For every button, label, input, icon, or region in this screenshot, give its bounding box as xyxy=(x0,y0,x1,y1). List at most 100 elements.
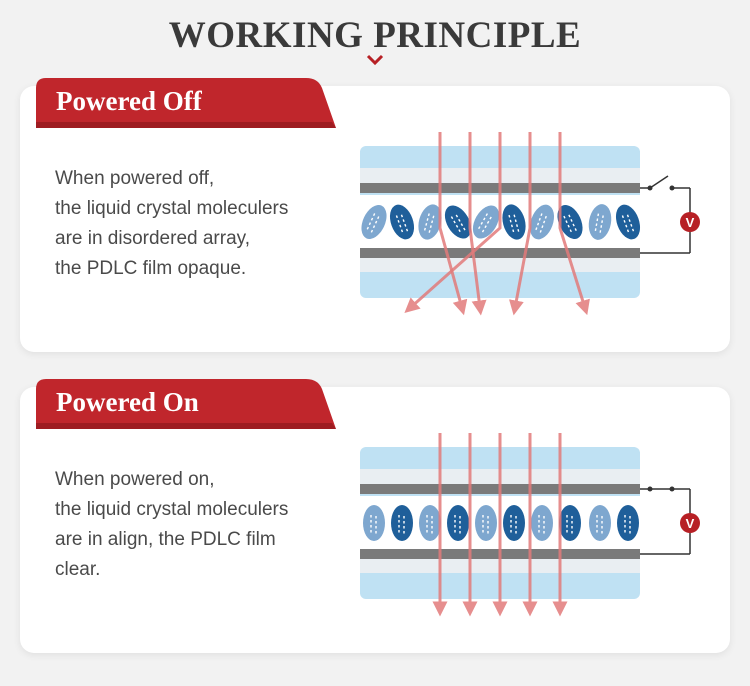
voltmeter-label: V xyxy=(686,516,695,531)
liquid-crystal-molecule xyxy=(615,204,641,240)
voltmeter-icon xyxy=(680,212,700,232)
liquid-crystal-molecule xyxy=(444,205,472,239)
light-ray xyxy=(404,132,502,313)
crystal-body xyxy=(419,505,441,541)
crystal-mark xyxy=(539,229,542,233)
crystal-mark xyxy=(508,214,511,218)
crystal-body xyxy=(589,505,611,541)
crystal-mark xyxy=(543,220,546,224)
crystal-mark xyxy=(628,219,631,223)
crystal-mark xyxy=(372,225,376,229)
crystal-mark xyxy=(478,226,481,230)
liquid-crystal-molecule xyxy=(389,204,415,240)
crystal-mark xyxy=(517,229,520,232)
crystal-mark xyxy=(630,223,633,227)
liquid-crystal-molecule xyxy=(588,204,612,240)
crystal-mark xyxy=(463,227,466,231)
crystal-mark xyxy=(563,215,566,219)
crystal-mark xyxy=(480,221,484,225)
crystal-mark xyxy=(399,224,402,228)
film-layer xyxy=(360,258,640,272)
crystal-mark xyxy=(535,227,538,231)
crystal-mark xyxy=(368,222,372,226)
tab-shape xyxy=(36,78,336,128)
crystal-mark xyxy=(512,229,515,233)
page-title: WORKING PRINCIPLE xyxy=(168,15,582,56)
voltmeter-label: V xyxy=(686,215,695,230)
description-line: clear. xyxy=(55,559,101,580)
crystal-mark xyxy=(484,225,487,229)
powered-on-tab: Powered On xyxy=(36,379,336,429)
description-line: are in disordered array, xyxy=(55,228,251,249)
description-line: the PDLC film opaque. xyxy=(55,258,247,279)
crystal-mark xyxy=(453,220,456,224)
crystal-mark xyxy=(400,229,404,233)
crystal-mark xyxy=(427,213,430,217)
crystal-mark xyxy=(455,224,459,228)
crystal-mark xyxy=(366,226,369,230)
liquid-crystal-molecule xyxy=(361,205,387,239)
crystal-mark xyxy=(425,222,428,226)
crystal-mark xyxy=(572,223,575,227)
crystal-mark xyxy=(429,225,432,229)
liquid-crystal-molecule xyxy=(363,505,385,541)
powered-off-heading: Powered Off xyxy=(56,86,202,116)
crystal-mark xyxy=(431,220,434,224)
crystal-mark xyxy=(423,227,426,231)
liquid-crystal-molecule xyxy=(475,505,497,541)
crystal-body xyxy=(418,204,442,240)
liquid-crystal-molecule xyxy=(589,505,611,541)
liquid-crystal-molecule xyxy=(531,505,553,541)
crystal-mark xyxy=(538,217,541,221)
crystal-body xyxy=(529,204,555,240)
crystal-mark xyxy=(516,224,519,227)
crystal-mark xyxy=(402,219,405,223)
liquid-crystal-molecule xyxy=(418,204,442,240)
liquid-crystal-molecule xyxy=(472,205,500,239)
crystal-mark xyxy=(489,216,492,220)
liquid-crystal-molecule xyxy=(529,204,555,240)
crystal-mark xyxy=(458,229,461,233)
crystal-mark xyxy=(374,220,378,224)
crystal-mark xyxy=(514,219,517,223)
crystal-mark xyxy=(626,229,630,233)
crystal-body xyxy=(617,505,639,541)
crystal-mark xyxy=(397,219,400,223)
crystal-body xyxy=(472,205,500,239)
crystal-mark xyxy=(513,214,516,218)
crystal-mark xyxy=(405,228,409,232)
crystal-mark xyxy=(486,220,490,224)
crystal-mark xyxy=(483,217,486,221)
crystal-mark xyxy=(567,224,570,228)
crystal-mark xyxy=(432,215,435,219)
liquid-crystal-molecule xyxy=(419,505,441,541)
crystal-mark xyxy=(450,216,454,220)
crystal-mark xyxy=(541,225,544,229)
crystal-mark xyxy=(565,220,568,224)
powered-off-tab: Powered Off xyxy=(36,78,336,128)
crystal-body xyxy=(447,505,469,541)
crystal-mark xyxy=(400,214,403,218)
description-line: the liquid crystal moleculers xyxy=(55,499,289,520)
crystal-mark xyxy=(481,229,485,233)
crystal-mark xyxy=(395,215,398,219)
crystal-mark xyxy=(510,224,513,228)
crystal-mark xyxy=(458,218,461,222)
description-line: the liquid crystal moleculers xyxy=(55,198,289,219)
crystal-body xyxy=(361,205,387,239)
crystal-body xyxy=(502,204,526,240)
liquid-crystal-molecule xyxy=(447,505,469,541)
crystal-mark xyxy=(370,229,374,233)
crystal-mark xyxy=(404,223,407,227)
powered-on-description: When powered on, the liquid crystal mole… xyxy=(55,465,355,585)
light-ray xyxy=(468,132,487,316)
crystal-body xyxy=(503,505,525,541)
crystal-mark xyxy=(372,213,376,217)
crystal-mark xyxy=(370,217,374,221)
crystal-body xyxy=(588,204,612,240)
crystal-mark xyxy=(570,219,573,222)
tab-shape xyxy=(36,379,336,429)
pdlc-off-diagram: V xyxy=(360,132,700,316)
chevron-down-icon xyxy=(366,54,384,66)
crystal-mark xyxy=(574,228,577,231)
